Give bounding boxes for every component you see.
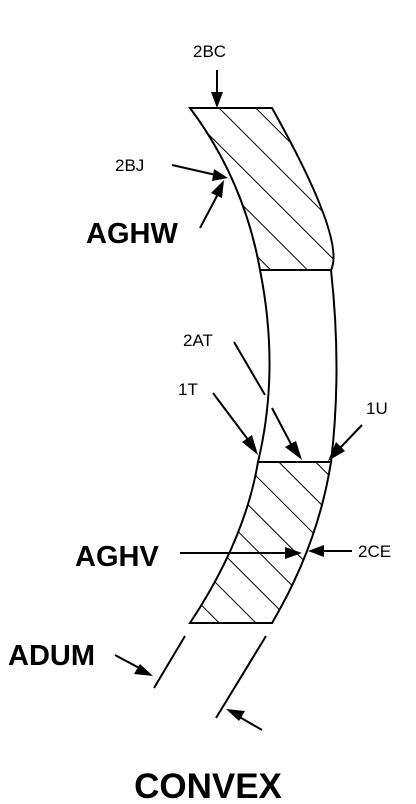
label-2bj: 2BJ <box>115 156 144 175</box>
leader-aghv <box>180 547 302 559</box>
label-1t: 1T <box>178 380 198 399</box>
leader-1t <box>212 392 258 455</box>
leader-1u <box>328 424 363 461</box>
leader-2ce <box>308 545 352 557</box>
label-2at: 2AT <box>183 331 213 350</box>
label-adum: ADUM <box>8 640 95 672</box>
label-aghv: AGHV <box>75 541 159 573</box>
hatched-region-top <box>188 107 335 271</box>
label-1u: 1U <box>366 399 388 418</box>
clear-region-middle <box>257 269 338 463</box>
label-aghw: AGHW <box>86 218 178 250</box>
label-2bc: 2BC <box>193 42 226 61</box>
hatched-region-bottom <box>188 461 333 624</box>
leader-2bc <box>211 70 223 108</box>
leader-2at <box>233 341 302 460</box>
leader-2bj <box>171 164 228 181</box>
label-2ce: 2CE <box>358 542 391 561</box>
leader-aghw <box>199 180 224 229</box>
diagram-title: CONVEX <box>134 767 282 804</box>
dimension-adum <box>114 635 267 731</box>
